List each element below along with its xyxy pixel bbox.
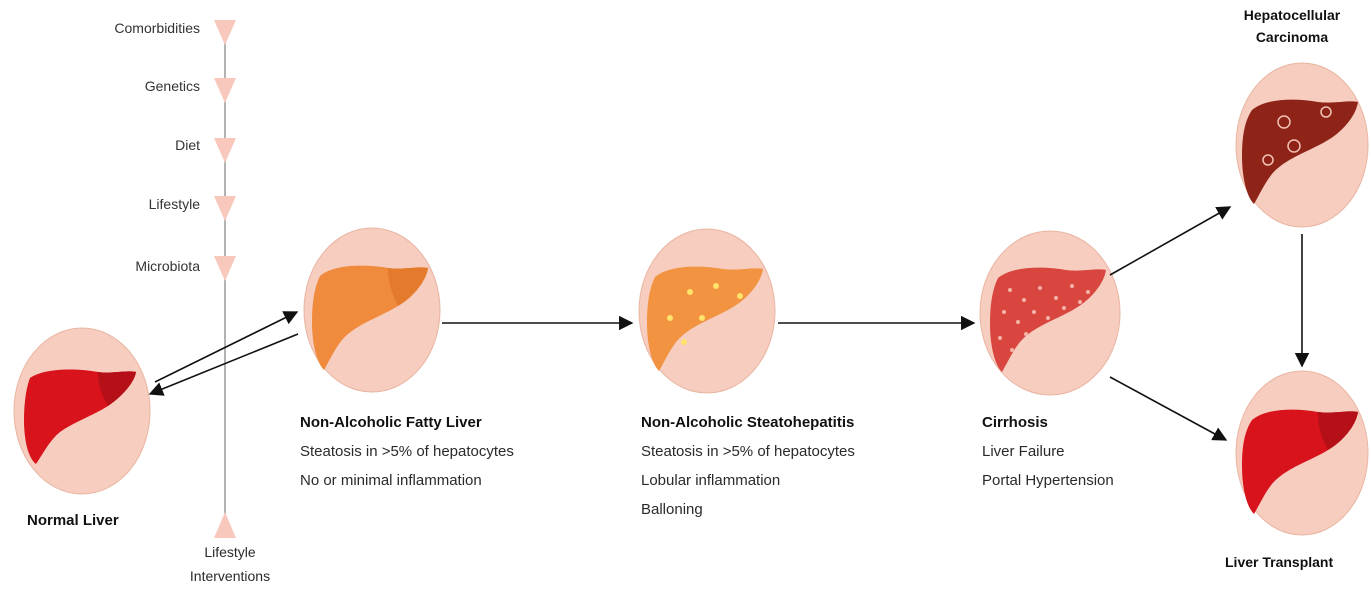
normal-liver-node xyxy=(14,328,150,494)
nash-label-block: Non-Alcoholic Steatohepatitis Steatosis … xyxy=(641,408,855,524)
intervention-arrow-icon xyxy=(214,512,236,538)
intervention-line: Lifestyle xyxy=(160,540,300,564)
cirrhosis-detail: Liver Failure xyxy=(982,437,1114,466)
factor-arrow-icon xyxy=(214,138,236,163)
nafl-label-block: Non-Alcoholic Fatty Liver Steatosis in >… xyxy=(300,408,514,495)
transplant-title: Liver Transplant xyxy=(1225,548,1333,577)
intervention-label: Lifestyle Interventions xyxy=(160,540,300,588)
nash-detail: Lobular inflammation xyxy=(641,466,855,495)
arrow-cirrhosis-to-hcc xyxy=(1110,207,1230,275)
nafl-title: Non-Alcoholic Fatty Liver xyxy=(300,408,514,437)
factor-label: Diet xyxy=(0,137,200,153)
factor-label: Comorbidities xyxy=(0,20,200,36)
nash-detail: Steatosis in >5% of hepatocytes xyxy=(641,437,855,466)
cirrhosis-detail: Portal Hypertension xyxy=(982,466,1114,495)
arrow-cirrhosis-to-transplant xyxy=(1110,377,1226,440)
nash-liver-node xyxy=(639,229,775,393)
nash-title: Non-Alcoholic Steatohepatitis xyxy=(641,408,855,437)
factor-label: Genetics xyxy=(0,78,200,94)
cirrhosis-liver-node xyxy=(980,231,1120,395)
nafl-liver-node xyxy=(304,228,440,392)
nafl-detail: No or minimal inflammation xyxy=(300,466,514,495)
factor-arrow-icon xyxy=(214,78,236,103)
nash-detail: Balloning xyxy=(641,495,855,524)
arrow-nafl-to-normal xyxy=(150,334,298,394)
factor-arrow-icon xyxy=(214,196,236,221)
factor-arrow-icon xyxy=(214,20,236,45)
factor-label: Microbiota xyxy=(0,258,200,274)
factor-label: Lifestyle xyxy=(0,196,200,212)
normal-liver-title: Normal Liver xyxy=(27,506,119,535)
hcc-title: Hepatocellular Carcinoma xyxy=(1222,4,1362,48)
transplant-liver-node xyxy=(1236,371,1368,535)
cirrhosis-label-block: Cirrhosis Liver Failure Portal Hypertens… xyxy=(982,408,1114,495)
hcc-liver-node xyxy=(1236,63,1368,227)
intervention-line: Interventions xyxy=(160,564,300,588)
nafl-detail: Steatosis in >5% of hepatocytes xyxy=(300,437,514,466)
hcc-title-line: Carcinoma xyxy=(1222,26,1362,48)
arrow-normal-to-nafl xyxy=(155,312,297,382)
hcc-title-line: Hepatocellular xyxy=(1222,4,1362,26)
cirrhosis-title: Cirrhosis xyxy=(982,408,1114,437)
factor-arrow-icon xyxy=(214,256,236,281)
